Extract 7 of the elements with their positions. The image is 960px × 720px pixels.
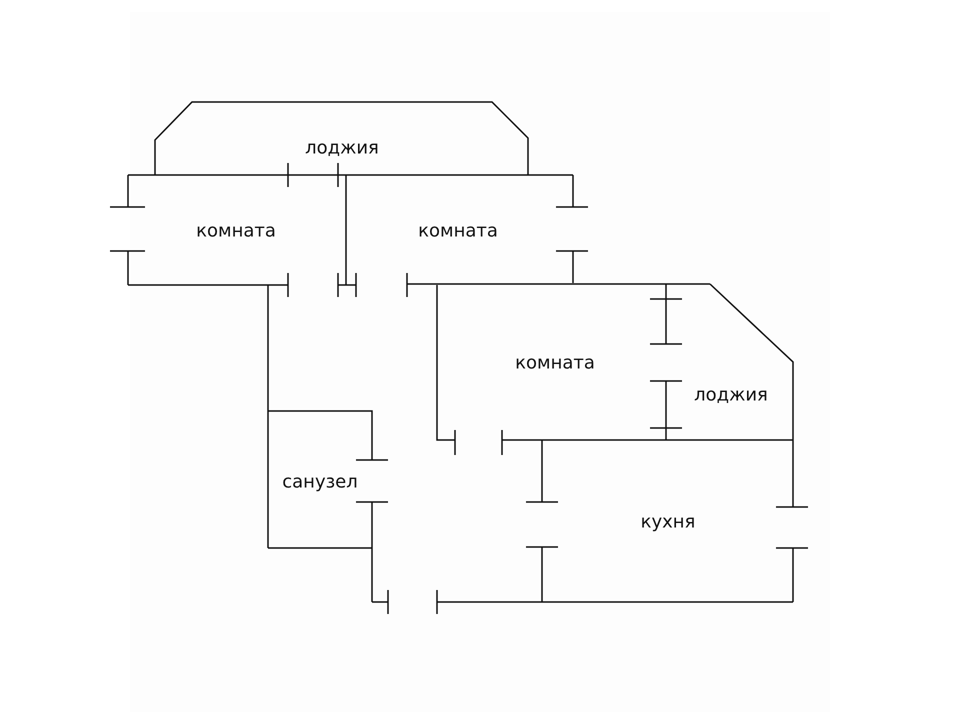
room-label: лоджия: [694, 384, 768, 406]
room-label: комната: [515, 352, 595, 374]
room-label: комната: [418, 220, 498, 242]
room-label: комната: [196, 220, 276, 242]
room-label: кухня: [640, 512, 696, 532]
room-label: лоджия: [305, 138, 379, 158]
room-label: санузел: [282, 472, 358, 492]
